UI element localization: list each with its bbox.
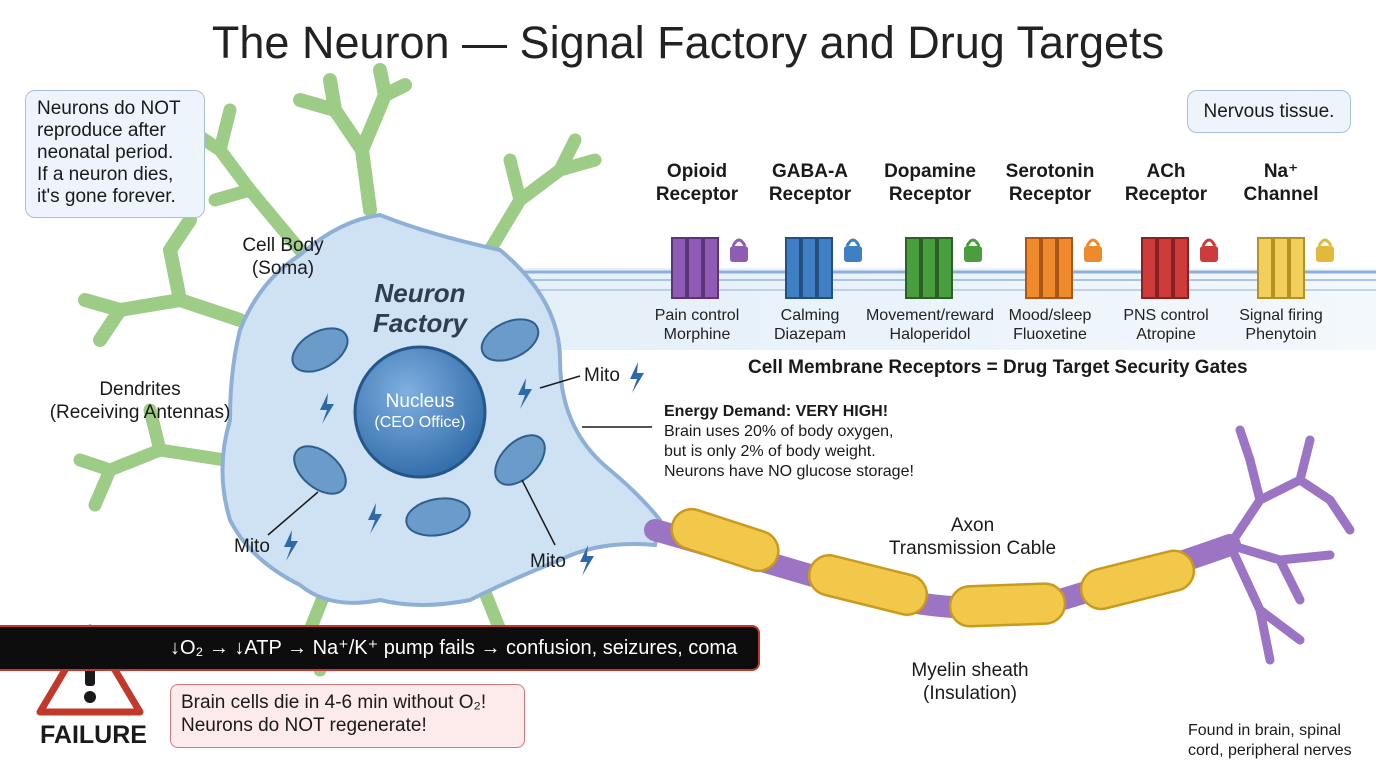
nucleus-subtitle: (CEO Office) bbox=[374, 414, 466, 431]
mito-label-left: Mito bbox=[234, 536, 270, 557]
energy-line-1: Brain uses 20% of body oxygen, bbox=[664, 423, 894, 440]
receptor-ach-name-2: Receptor bbox=[1124, 184, 1208, 205]
receptor-ach-name-1: ACh bbox=[1146, 161, 1186, 182]
nucleus-title: Nucleus bbox=[385, 391, 455, 412]
dendrites-label: Dendrites (Receiving Antennas) bbox=[30, 378, 250, 424]
energy-heading: Energy Demand: VERY HIGH! bbox=[664, 403, 889, 420]
nucleus bbox=[353, 345, 487, 479]
receptor-serotonin-drug: Fluoxetine bbox=[1013, 326, 1087, 343]
receptor-opioid-name-1: Opioid bbox=[666, 161, 728, 182]
mito-label-right: Mito bbox=[584, 365, 620, 386]
leader-lines bbox=[267, 375, 652, 546]
energy-bolts bbox=[284, 362, 644, 576]
receptor-dopamine-function: Movement/reward bbox=[865, 307, 995, 324]
found-line-1: Found in brain, spinal bbox=[1188, 722, 1341, 739]
receptor-gaba-a-drug: Diazepam bbox=[773, 326, 847, 343]
receptor-ach-use: PNS control Atropine bbox=[1096, 306, 1236, 344]
receptor-opioid-drug: Morphine bbox=[663, 326, 731, 343]
warning-line-1: Brain cells die in 4-6 min without O₂! bbox=[181, 692, 487, 713]
myelin-line-1: Myelin sheath bbox=[911, 660, 1029, 681]
tissue-note: Nervous tissue. bbox=[1187, 90, 1351, 133]
failure-chain-bar: ↓O₂ → ↓ATP → Na⁺/K⁺ pump fails → confusi… bbox=[0, 625, 760, 671]
receptor-gaba-a-name-1: GABA-A bbox=[772, 161, 848, 182]
cell-body-label: Cell Body (Soma) bbox=[213, 234, 353, 280]
factory-line-1: Neuron bbox=[374, 278, 466, 308]
nucleus-label: Nucleus (CEO Office) bbox=[355, 390, 485, 433]
receptor-gaba-a bbox=[785, 237, 862, 299]
receptor-opioid-name-2: Receptor bbox=[655, 184, 739, 205]
receptor-gaba-a-function: Calming bbox=[780, 307, 840, 324]
channel-sodium-name-2: Channel bbox=[1243, 184, 1319, 205]
axon-line-2: Transmission Cable bbox=[888, 538, 1057, 559]
receptor-ach-drug: Atropine bbox=[1136, 326, 1196, 343]
receptor-serotonin-name-1: Serotonin bbox=[1005, 161, 1095, 182]
receptor-dopamine-use: Movement/reward Haloperidol bbox=[860, 306, 1000, 344]
reproduce-note: Neurons do NOT reproduce after neonatal … bbox=[25, 90, 205, 218]
dendrites-line-1: Dendrites bbox=[99, 379, 181, 400]
receptor-serotonin-name: Serotonin Receptor bbox=[985, 160, 1115, 206]
myelin-line-2: (Insulation) bbox=[923, 683, 1017, 704]
failure-label: FAILURE bbox=[40, 721, 147, 749]
tissue-note-text: Nervous tissue. bbox=[1203, 101, 1335, 122]
channel-sodium bbox=[1257, 237, 1334, 299]
channel-sodium-function: Signal firing bbox=[1239, 307, 1323, 324]
receptor-serotonin-name-2: Receptor bbox=[1008, 184, 1092, 205]
factory-label: Neuron Factory bbox=[345, 278, 495, 338]
receptor-gaba-a-name: GABA-A Receptor bbox=[745, 160, 875, 206]
reproduce-line-5: it's gone forever. bbox=[37, 186, 176, 207]
axon-label: Axon Transmission Cable bbox=[860, 514, 1085, 560]
receptors bbox=[671, 237, 1334, 299]
myelin-sheaths bbox=[670, 507, 1196, 628]
reproduce-line-4: If a neuron dies, bbox=[37, 164, 174, 185]
receptor-opioid bbox=[671, 237, 748, 299]
channel-sodium-name-1: Na⁺ bbox=[1263, 161, 1299, 182]
channel-sodium-drug: Phenytoin bbox=[1245, 326, 1317, 343]
receptor-opioid-function: Pain control bbox=[654, 307, 740, 324]
warning-line-2: Neurons do NOT regenerate! bbox=[181, 715, 427, 736]
receptor-serotonin-function: Mood/sleep bbox=[1008, 307, 1092, 324]
reproduce-line-2: reproduce after bbox=[37, 120, 166, 141]
receptor-dopamine-drug: Haloperidol bbox=[889, 326, 971, 343]
cell-body-line-1: Cell Body bbox=[242, 235, 324, 256]
myelin-label: Myelin sheath (Insulation) bbox=[890, 659, 1050, 705]
found-line-2: cord, peripheral nerves bbox=[1188, 742, 1352, 759]
channel-sodium-name: Na⁺ Channel bbox=[1216, 160, 1346, 206]
energy-line-3: Neurons have NO glucose storage! bbox=[664, 463, 914, 480]
membrane-caption: Cell Membrane Receptors = Drug Target Se… bbox=[748, 357, 1248, 378]
receptor-ach-name: ACh Receptor bbox=[1101, 160, 1231, 206]
dendrites-line-2: (Receiving Antennas) bbox=[49, 402, 231, 423]
receptor-dopamine-name-2: Receptor bbox=[888, 184, 972, 205]
receptor-opioid-name: Opioid Receptor bbox=[632, 160, 762, 206]
receptor-gaba-a-use: Calming Diazepam bbox=[740, 306, 880, 344]
receptor-gaba-a-name-2: Receptor bbox=[768, 184, 852, 205]
mito-label-bottom: Mito bbox=[530, 551, 566, 572]
reproduce-line-3: neonatal period. bbox=[37, 142, 174, 163]
channel-sodium-use: Signal firing Phenytoin bbox=[1211, 306, 1351, 344]
receptor-dopamine-name-1: Dopamine bbox=[884, 161, 976, 182]
reproduce-line-1: Neurons do NOT bbox=[37, 98, 181, 119]
receptor-serotonin-use: Mood/sleep Fluoxetine bbox=[980, 306, 1120, 344]
receptor-ach bbox=[1141, 237, 1218, 299]
receptor-serotonin bbox=[1025, 237, 1102, 299]
receptor-dopamine bbox=[905, 237, 982, 299]
receptor-opioid-use: Pain control Morphine bbox=[627, 306, 767, 344]
page-title: The Neuron — Signal Factory and Drug Tar… bbox=[211, 17, 1165, 68]
failure-chain-text: ↓O₂ → ↓ATP → Na⁺/K⁺ pump fails → confusi… bbox=[170, 637, 738, 659]
found-note: Found in brain, spinal cord, peripheral … bbox=[1188, 721, 1352, 761]
receptor-dopamine-name: Dopamine Receptor bbox=[865, 160, 995, 206]
cell-body-line-2: (Soma) bbox=[251, 258, 315, 279]
receptor-ach-function: PNS control bbox=[1123, 307, 1209, 324]
warning-note: Brain cells die in 4-6 min without O₂! N… bbox=[170, 684, 525, 748]
axon-line-1: Axon bbox=[950, 515, 995, 536]
energy-note: Energy Demand: VERY HIGH! Brain uses 20%… bbox=[664, 402, 914, 482]
mitochondria bbox=[291, 318, 546, 537]
energy-line-2: but is only 2% of body weight. bbox=[664, 443, 876, 460]
factory-line-2: Factory bbox=[373, 308, 467, 338]
